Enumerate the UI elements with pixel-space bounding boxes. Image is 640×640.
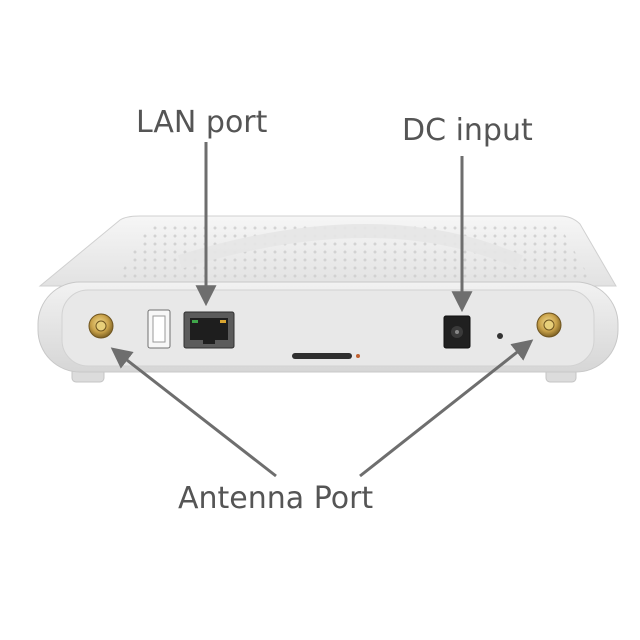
antenna-connector-right <box>536 312 562 338</box>
label-antenna-port: Antenna Port <box>178 481 374 516</box>
lan-port <box>183 311 235 349</box>
arrow-antenna-left <box>110 347 277 478</box>
reset-hole <box>497 333 503 339</box>
usb-port <box>147 309 171 349</box>
arrow-antenna-right <box>359 339 534 478</box>
dc-input-jack <box>443 315 471 349</box>
indicator-led <box>356 354 360 358</box>
top-arc-ridge <box>177 224 523 269</box>
sd-card-slot <box>292 353 352 359</box>
antenna-connector-left <box>88 313 114 339</box>
label-lan-port: LAN port <box>136 105 268 140</box>
label-dc-input: DC input <box>402 113 533 148</box>
